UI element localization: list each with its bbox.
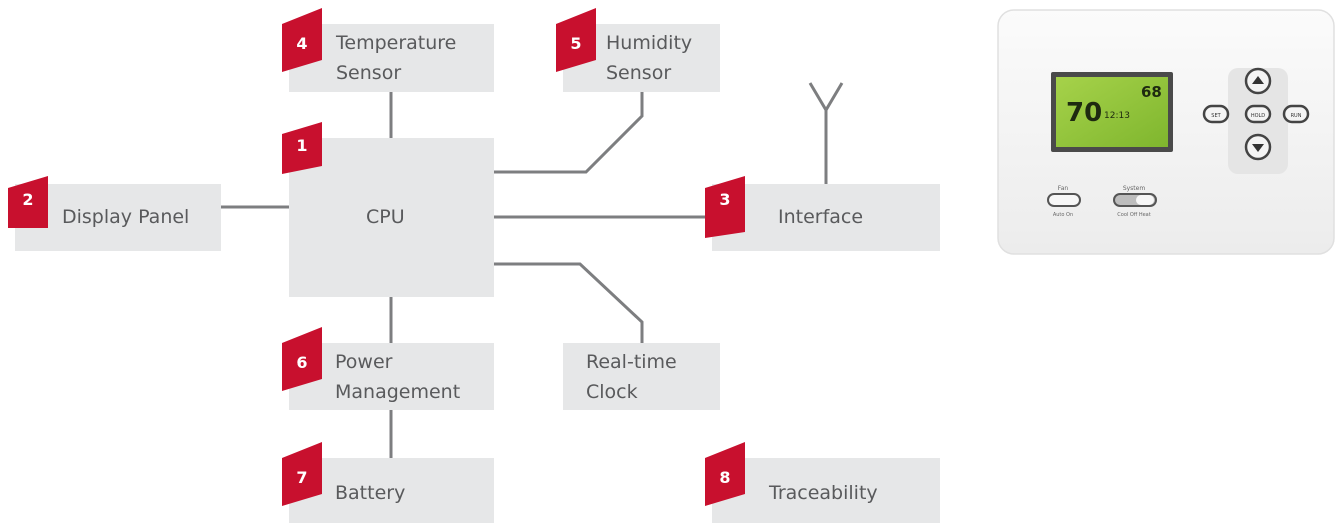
battery-block: Battery (289, 458, 494, 523)
lcd-time: 12:13 (1104, 111, 1130, 121)
badge-temperature-sensor: 4 (282, 8, 322, 72)
display-panel-block: Display Panel (15, 184, 221, 251)
badge-shape-icon (556, 8, 596, 72)
badge-shape-icon (282, 122, 322, 174)
hold-button-label: HOLD (1251, 113, 1265, 119)
lcd-screen (1056, 77, 1168, 147)
display-panel-label: Display Panel (62, 206, 190, 228)
fan-switch (1047, 193, 1081, 207)
traceability-block: Traceability (712, 458, 940, 523)
set-button (1202, 104, 1230, 124)
badge-number: 2 (22, 190, 34, 209)
badge-shape-icon (8, 176, 48, 228)
badge-humidity-sensor: 5 (556, 8, 596, 72)
fan-switch-label: Fan (1058, 185, 1069, 192)
temperature-sensor-label-2: Sensor (336, 62, 402, 84)
interface-block: Interface (712, 184, 940, 251)
badge-traceability: 8 (705, 442, 745, 506)
thermostat-illustration: 70 68 12:13 SET HOLD RUN Fan Auto On Sys… (997, 9, 1335, 255)
badge-number: 6 (296, 353, 308, 372)
badge-power-management: 6 (282, 327, 322, 391)
fan-switch-options: Auto On (1053, 212, 1073, 218)
antenna-icon (808, 82, 844, 113)
lcd-setpoint: 68 (1141, 83, 1162, 101)
real-time-clock-label-2: Clock (586, 381, 638, 403)
interface-label: Interface (778, 206, 864, 228)
humidity-sensor-label-1: Humidity (606, 32, 693, 54)
badge-number: 8 (719, 468, 731, 487)
badge-shape-icon (705, 176, 745, 238)
badge-display-panel: 2 (8, 176, 48, 228)
system-switch-options: Cool Off Heat (1117, 212, 1150, 218)
run-button-label: RUN (1291, 113, 1302, 119)
run-button (1282, 104, 1310, 124)
hold-button (1244, 104, 1272, 124)
real-time-clock-label-1: Real-time (586, 351, 677, 373)
temperature-sensor-block: Temperature Sensor (289, 24, 494, 92)
cpu-block: CPU (289, 138, 494, 297)
real-time-clock-block: Real-time Clock (563, 343, 720, 410)
badge-shape-icon (282, 442, 322, 506)
system-switch-label: System (1123, 185, 1146, 192)
line-cpu-humidity (494, 92, 644, 174)
set-button-label: SET (1211, 113, 1221, 119)
line-cpu-clock (494, 262, 644, 343)
badge-shape-icon (282, 8, 322, 72)
down-arrow-icon (1252, 144, 1264, 152)
badge-number: 5 (570, 34, 582, 53)
badge-number: 7 (296, 468, 308, 487)
badge-interface: 3 (705, 176, 745, 238)
lcd-temperature: 70 (1066, 98, 1102, 128)
humidity-sensor-label-2: Sensor (606, 62, 672, 84)
badge-number: 4 (296, 34, 308, 53)
badge-shape-icon (705, 442, 745, 506)
up-arrow-icon (1252, 76, 1264, 84)
badge-number: 3 (719, 190, 731, 209)
power-management-label-2: Management (335, 381, 461, 403)
badge-shape-icon (282, 327, 322, 391)
power-management-label-1: Power (335, 351, 393, 373)
power-management-block: Power Management (289, 343, 494, 410)
badge-cpu: 1 (282, 122, 322, 174)
traceability-label: Traceability (769, 482, 878, 504)
cpu-label: CPU (366, 206, 405, 228)
badge-number: 1 (296, 136, 308, 155)
temperature-sensor-label-1: Temperature (336, 32, 457, 54)
battery-label: Battery (335, 482, 406, 504)
system-switch-knob (1136, 195, 1154, 205)
badge-battery: 7 (282, 442, 322, 506)
